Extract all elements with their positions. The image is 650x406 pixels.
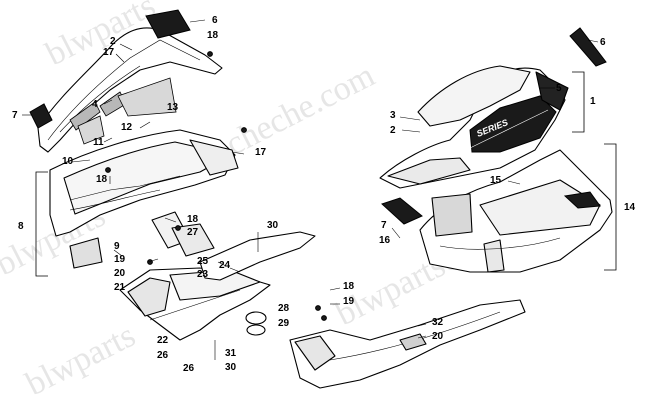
clamp-parts	[245, 311, 267, 336]
bracket-8	[35, 171, 48, 277]
callout-29: 29	[278, 318, 290, 329]
callout-15: 15	[490, 175, 502, 186]
callout-22: 22	[157, 335, 169, 346]
leader-lines	[71, 43, 555, 339]
vent-grille-top	[145, 9, 191, 39]
callout-18: 18	[343, 281, 355, 292]
callout-23: 23	[197, 269, 209, 280]
callout-17: 17	[103, 47, 115, 58]
fastener-set	[105, 51, 327, 321]
callout-13: 13	[167, 102, 179, 113]
callout-17: 17	[255, 147, 267, 158]
callout-20: 20	[114, 268, 126, 279]
side-panel-left	[37, 27, 223, 153]
callout-25: 25	[197, 256, 209, 267]
callout-9: 9	[114, 241, 120, 252]
belly-pan-center	[119, 211, 271, 341]
callout-18: 18	[187, 214, 199, 225]
callout-18: 18	[96, 174, 108, 185]
callout-11: 11	[93, 137, 104, 148]
callout-1: 1	[590, 96, 596, 107]
front-bezel	[419, 149, 613, 273]
callout-4: 4	[92, 99, 98, 110]
callout-28: 28	[278, 303, 290, 314]
callout-2: 2	[110, 36, 116, 47]
callout-30: 30	[225, 362, 237, 373]
callout-32: 32	[432, 317, 444, 328]
emblem-left	[29, 103, 53, 129]
callout-10: 10	[62, 156, 74, 167]
callout-18: 18	[207, 30, 219, 41]
callout-24: 24	[219, 260, 231, 271]
callout-3: 3	[390, 110, 396, 121]
bracket-1	[572, 71, 585, 133]
hood-assembly	[379, 65, 569, 189]
headlight-grille	[381, 197, 423, 225]
callout-20: 20	[432, 331, 444, 342]
callout-14: 14	[624, 202, 636, 213]
callout-26: 26	[183, 363, 195, 374]
callout-5: 5	[556, 83, 562, 94]
callout-19: 19	[343, 296, 355, 307]
bracket-14	[604, 143, 617, 271]
callout-26: 26	[157, 350, 169, 361]
frame-rail	[199, 231, 316, 281]
callout-7: 7	[381, 220, 387, 231]
belly-pan-lower-right	[289, 299, 526, 389]
callout-31: 31	[225, 348, 237, 359]
callout-2: 2	[390, 125, 396, 136]
callout-6: 6	[212, 15, 218, 26]
decal-panel	[69, 237, 103, 269]
callout-16: 16	[379, 235, 391, 246]
callout-30: 30	[267, 220, 279, 231]
callout-21: 21	[114, 282, 126, 293]
callout-6: 6	[600, 37, 606, 48]
vent-grille-right	[569, 27, 607, 67]
callout-8: 8	[18, 221, 24, 232]
callout-19: 19	[114, 254, 126, 265]
callout-7: 7	[12, 110, 18, 121]
front-panel-left	[49, 129, 239, 237]
callout-27: 27	[187, 227, 199, 238]
callout-12: 12	[121, 122, 133, 133]
